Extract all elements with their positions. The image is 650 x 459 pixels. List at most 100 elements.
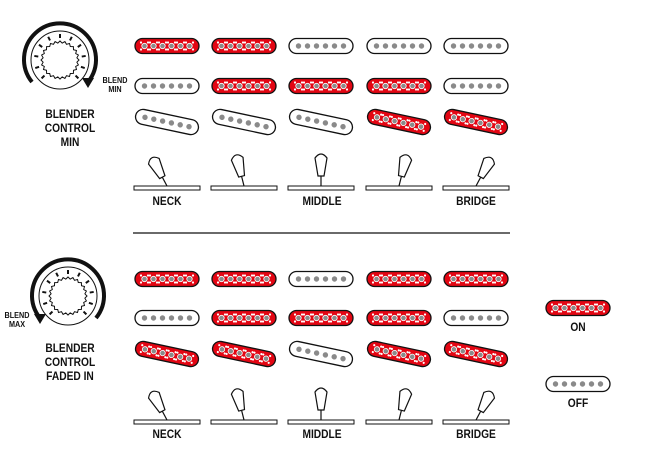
pickup-highlight xyxy=(241,320,245,323)
pickup-highlight xyxy=(148,41,152,44)
pickup-highlight xyxy=(417,353,420,356)
pickup-highlight xyxy=(423,313,427,316)
pickup-pole xyxy=(150,275,157,283)
pickup-highlight xyxy=(216,48,220,51)
pickup-pole xyxy=(373,114,381,121)
pickup-highlight xyxy=(458,113,462,117)
scale-tick xyxy=(34,65,40,69)
pickup-on xyxy=(366,77,432,95)
pickup-highlight xyxy=(225,352,228,355)
blender-knob xyxy=(22,21,98,90)
pickup-highlight xyxy=(250,48,254,51)
pickup-highlight xyxy=(593,310,597,313)
switch-plate xyxy=(287,419,355,425)
pickup-highlight xyxy=(466,354,469,357)
pickup-pole xyxy=(177,42,184,50)
pickup-highlight xyxy=(175,48,179,51)
pickup-pole xyxy=(409,314,416,322)
switch-lever xyxy=(147,390,168,421)
pickup-pole xyxy=(495,43,502,49)
pickup-pole xyxy=(450,346,458,353)
switch-plate xyxy=(442,185,510,191)
pickup-highlight xyxy=(216,274,220,277)
selector-switch xyxy=(287,387,355,425)
scale-tick xyxy=(55,272,59,277)
pickup-body xyxy=(443,309,509,327)
pickup-highlight xyxy=(388,115,392,118)
pickup-highlight xyxy=(378,352,381,355)
pickup-highlight xyxy=(157,354,160,357)
pickup-highlight xyxy=(415,360,418,363)
scale-tick xyxy=(67,270,69,274)
pickup-off xyxy=(443,309,509,327)
pickup-highlight xyxy=(414,81,418,84)
pickup-pole xyxy=(186,315,193,321)
pickup-pole xyxy=(373,346,381,353)
pickup-pole xyxy=(322,120,329,126)
pickup-pole xyxy=(141,42,148,50)
switch-lever xyxy=(147,156,168,187)
pickup-highlight xyxy=(566,310,570,313)
pickup-highlight xyxy=(423,274,427,277)
pickup-highlight xyxy=(464,281,468,284)
pickup-highlight xyxy=(455,352,458,355)
pickup-highlight xyxy=(293,88,297,91)
pickup-highlight xyxy=(338,313,342,316)
pickup-highlight xyxy=(483,358,487,361)
pickup-on xyxy=(288,77,354,95)
pickup-highlight xyxy=(166,274,170,277)
pickup-highlight xyxy=(414,313,418,316)
pickup-on xyxy=(211,37,277,55)
pickup-highlight xyxy=(398,124,401,127)
pickup-highlight xyxy=(390,347,394,351)
pickup-highlight xyxy=(252,313,256,316)
pickup-highlight xyxy=(148,281,152,284)
switch-shaft xyxy=(161,176,168,187)
pickup-pole xyxy=(177,83,184,89)
pickup-highlight xyxy=(258,359,262,363)
pickup-pole xyxy=(322,352,329,358)
pickup-highlight xyxy=(398,320,402,323)
pickup-highlight xyxy=(216,88,220,91)
pickup-highlight xyxy=(146,41,150,44)
selector-switch xyxy=(365,388,433,425)
pickup-pole xyxy=(486,43,493,49)
pickup-pole xyxy=(186,42,193,50)
switch-plate xyxy=(365,185,433,191)
pickup-highlight xyxy=(465,347,469,350)
pickup-pole xyxy=(418,275,425,283)
pickup-highlight xyxy=(475,281,479,284)
pickup-highlight xyxy=(173,281,177,284)
switch-shaft xyxy=(240,176,245,187)
scale-tick xyxy=(69,36,73,41)
pickup-highlight xyxy=(225,81,229,84)
pickup-highlight xyxy=(223,41,227,44)
pickup-highlight xyxy=(243,48,247,51)
pickup-pole xyxy=(391,314,398,322)
selector-switch xyxy=(287,153,355,191)
pickup-pole xyxy=(304,276,311,282)
switch-lever xyxy=(314,153,328,186)
pickup-highlight xyxy=(234,354,237,357)
knob-body xyxy=(48,276,88,316)
pickup-highlight xyxy=(405,313,409,316)
pickup-highlight xyxy=(396,356,399,359)
pickup-highlight xyxy=(302,313,306,316)
pickup-highlight xyxy=(490,359,494,363)
pickup-highlight xyxy=(146,352,149,355)
switch-plate xyxy=(287,185,355,191)
pickup-body xyxy=(288,108,354,136)
pickup-highlight xyxy=(268,81,272,84)
pickup-highlight xyxy=(424,122,427,126)
pickup-pole xyxy=(218,314,225,322)
pickup-pole xyxy=(219,114,225,121)
pickup-on xyxy=(211,270,277,288)
pickup-highlight xyxy=(396,88,400,91)
pickup-highlight xyxy=(320,81,324,84)
pickup-highlight xyxy=(225,48,229,51)
pickup-pole xyxy=(561,304,568,312)
pickup-off xyxy=(134,77,200,95)
pickup-highlight xyxy=(406,358,410,361)
